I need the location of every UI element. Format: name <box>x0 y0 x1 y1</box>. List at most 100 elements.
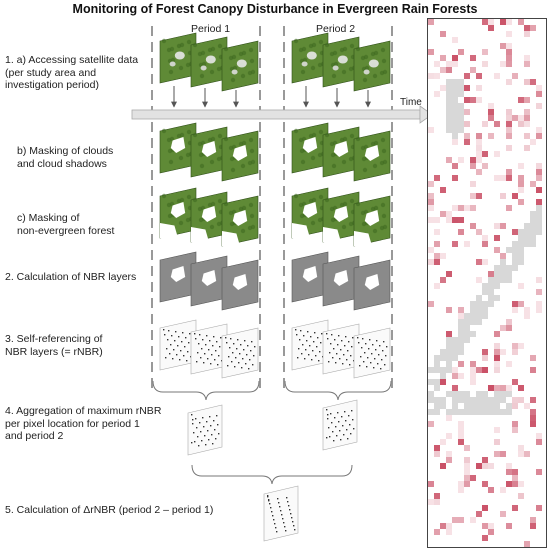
map-pixel <box>506 121 512 127</box>
map-pixel <box>434 355 440 361</box>
map-pixel <box>530 139 536 145</box>
map-pixel <box>494 361 500 367</box>
map-pixel <box>434 397 440 403</box>
map-pixel <box>488 25 494 31</box>
map-pixel <box>464 325 470 331</box>
map-pixel <box>458 313 464 319</box>
map-pixel <box>530 397 536 403</box>
period-dividers <box>151 26 393 388</box>
map-pixel <box>446 457 452 463</box>
map-pixel <box>452 517 458 523</box>
map-pixel <box>428 217 434 223</box>
map-pixel <box>494 343 500 349</box>
brace-icon <box>191 464 353 485</box>
map-pixel <box>428 19 434 25</box>
map-pixel <box>458 229 464 235</box>
map-pixel <box>518 235 524 241</box>
map-pixel <box>434 241 440 247</box>
time-arrow-icon <box>131 105 433 124</box>
map-pixel <box>518 19 524 25</box>
map-pixel <box>446 391 452 397</box>
map-pixel <box>524 133 530 139</box>
step-5: 5. Calculation of ΔrNBR (period 2 – peri… <box>5 504 214 516</box>
rnbr-tile-p1-2 <box>190 323 228 375</box>
map-pixel <box>434 61 440 67</box>
map-pixel <box>476 391 482 397</box>
map-pixel <box>506 469 512 475</box>
map-pixel <box>452 127 458 133</box>
map-pixel <box>524 121 530 127</box>
map-pixel <box>506 61 512 67</box>
map-pixel <box>524 109 530 115</box>
map-pixel <box>470 373 476 379</box>
map-pixel <box>518 259 524 265</box>
map-pixel <box>452 217 458 223</box>
map-pixel <box>512 229 518 235</box>
map-pixel <box>524 241 530 247</box>
map-pixel <box>440 187 446 193</box>
map-pixel <box>494 265 500 271</box>
map-pixel <box>446 331 452 337</box>
map-pixel <box>446 121 452 127</box>
step-1a: 1. a) Accessing satellite data(per study… <box>5 54 139 91</box>
map-pixel <box>530 517 536 523</box>
cloud-masked-tile-p1-2 <box>190 126 228 178</box>
map-pixel <box>476 409 482 415</box>
map-pixel <box>512 379 518 385</box>
map-pixel <box>494 439 500 445</box>
map-pixel <box>452 355 458 361</box>
map-pixel <box>452 37 458 43</box>
map-pixel <box>500 487 506 493</box>
map-pixel <box>440 403 446 409</box>
map-pixel <box>476 313 482 319</box>
map-pixel <box>536 91 542 97</box>
map-pixel <box>506 19 512 25</box>
map-pixel <box>464 139 470 145</box>
map-pixel <box>440 373 446 379</box>
map-pixel <box>452 385 458 391</box>
map-pixel <box>470 379 476 385</box>
map-pixel <box>440 85 446 91</box>
map-pixel <box>518 253 524 259</box>
map-pixel <box>536 433 542 439</box>
map-pixel <box>494 235 500 241</box>
map-pixel <box>440 439 446 445</box>
map-pixel <box>530 367 536 373</box>
map-pixel <box>458 91 464 97</box>
map-pixel <box>518 301 524 307</box>
map-pixel <box>536 439 542 445</box>
map-pixel <box>518 97 524 103</box>
map-pixel <box>518 199 524 205</box>
map-pixel <box>434 493 440 499</box>
map-pixel <box>500 253 506 259</box>
map-pixel <box>494 349 500 355</box>
aggregated-tile-period-1 <box>187 404 223 456</box>
map-pixel <box>512 193 518 199</box>
map-pixel <box>446 67 452 73</box>
map-pixel <box>446 529 452 535</box>
map-pixel <box>482 397 488 403</box>
map-pixel <box>524 235 530 241</box>
map-pixel <box>452 373 458 379</box>
map-pixel <box>494 331 500 337</box>
map-pixel <box>482 481 488 487</box>
map-pixel <box>446 217 452 223</box>
map-pixel <box>482 307 488 313</box>
map-pixel <box>518 493 524 499</box>
aggregated-tile-period-2 <box>322 399 358 451</box>
map-pixel <box>428 259 434 265</box>
step-2: 2. Calculation of NBR layers <box>5 271 137 283</box>
map-pixel <box>446 127 452 133</box>
satellite-tile-p2-2 <box>322 36 360 88</box>
map-pixel <box>458 217 464 223</box>
map-pixel <box>530 79 536 85</box>
map-pixel <box>482 121 488 127</box>
map-pixel <box>500 409 506 415</box>
map-pixel <box>452 403 458 409</box>
map-pixel <box>518 397 524 403</box>
map-pixel <box>464 73 470 79</box>
map-pixel <box>428 499 434 505</box>
map-pixel <box>476 259 482 265</box>
nbr-tile-p1-1 <box>159 251 197 303</box>
map-pixel <box>452 337 458 343</box>
